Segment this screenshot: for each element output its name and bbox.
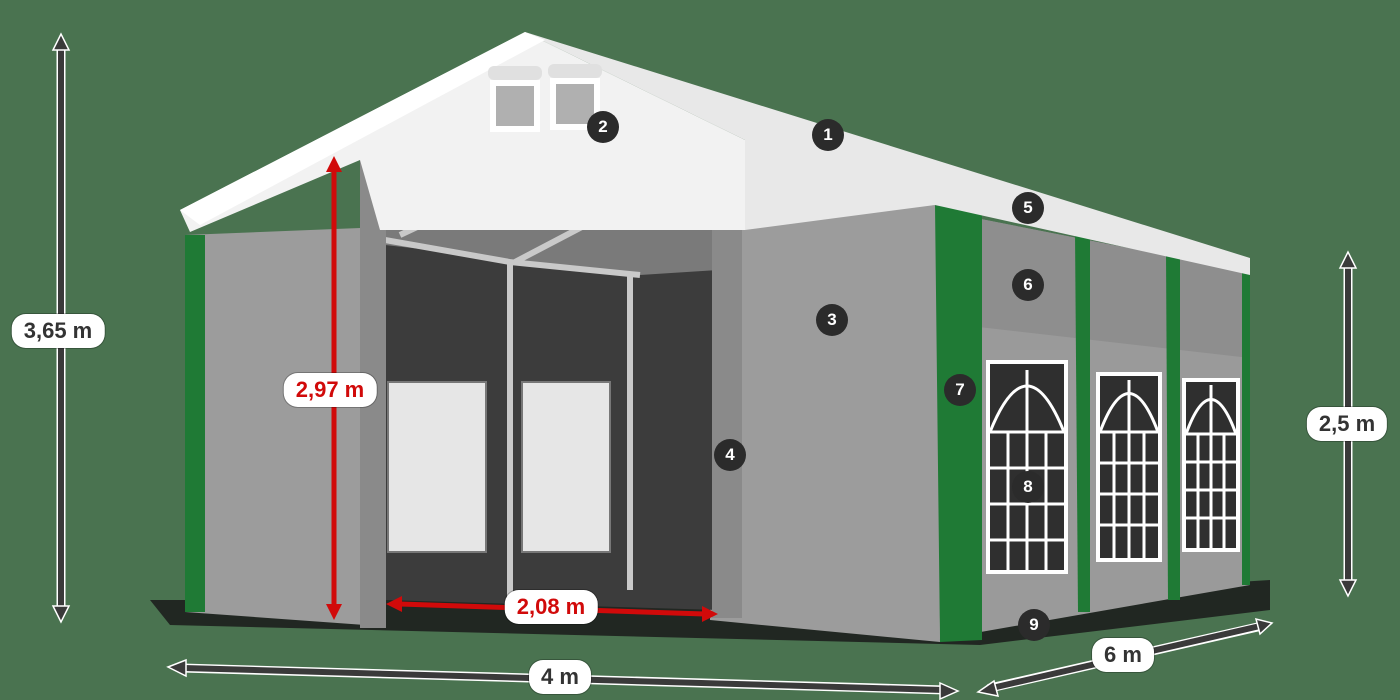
door-width-label: 2,08 m xyxy=(504,590,598,624)
side-height-label: 2,5 m xyxy=(1306,407,1388,441)
marker-2-gable-window: 2 xyxy=(587,111,619,143)
marker-3-front-wall: 3 xyxy=(816,304,848,336)
marker-9-wall-skirt: 9 xyxy=(1018,609,1050,641)
door-height-label: 2,97 m xyxy=(283,373,377,407)
length-label: 6 m xyxy=(1092,638,1154,672)
marker-8-side-window: 8 xyxy=(1012,471,1044,503)
marker-6-upper-wall: 6 xyxy=(1012,269,1044,301)
marker-1-roof: 1 xyxy=(812,119,844,151)
total-height-label: 3,65 m xyxy=(11,314,105,348)
marker-5-roof-edge: 5 xyxy=(1012,192,1044,224)
marker-7-green-seam: 7 xyxy=(944,374,976,406)
width-label: 4 m xyxy=(529,660,591,694)
marker-4-door-strap: 4 xyxy=(714,439,746,471)
